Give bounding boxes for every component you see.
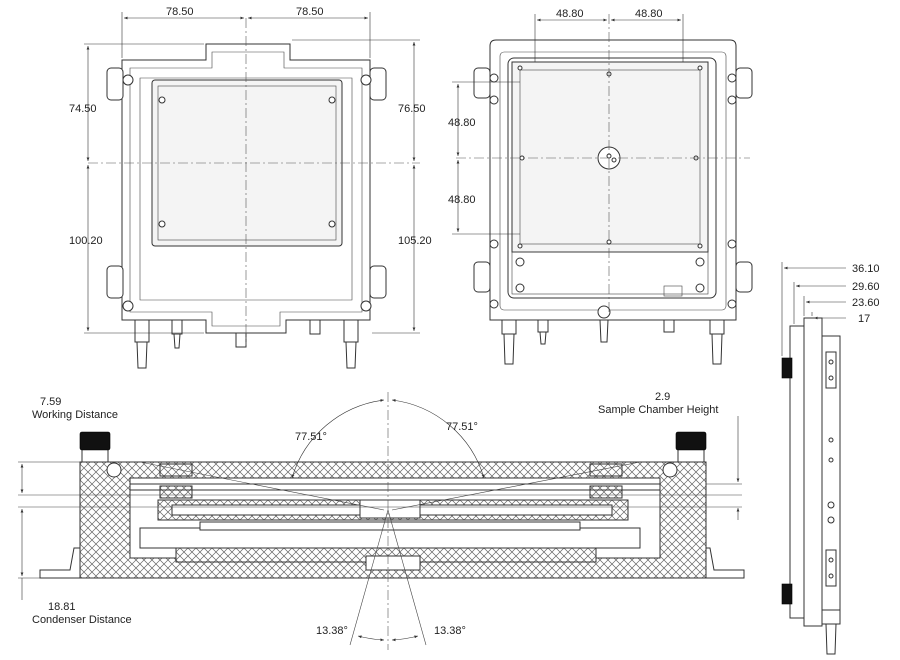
working-distance-label: Working Distance [32, 409, 118, 421]
angle-lower-right: 13.38° [434, 625, 466, 637]
dim-height-upper-right: 76.50 [398, 103, 426, 115]
condenser-distance-value: 18.81 [48, 601, 76, 613]
section-view: 7.59 Working Distance 2.9 Sample Chamber… [18, 391, 745, 650]
dim-height-lower: 48.80 [448, 194, 476, 206]
top-left-view: 78.50 78.50 74.50 100.20 76.50 105.20 [69, 6, 432, 369]
dim-width-left: 78.50 [166, 6, 194, 18]
dim-29: 29.60 [852, 281, 880, 293]
dim-height-upper: 48.80 [448, 117, 476, 129]
dim-width-right: 78.50 [296, 6, 324, 18]
dim-height-lower: 100.20 [69, 235, 103, 247]
dim-width-right: 48.80 [635, 8, 663, 20]
chamber-height-value: 2.9 [655, 391, 670, 403]
dim-17: 17 [858, 313, 870, 325]
top-right-view: 48.80 48.80 48.80 48.80 [448, 8, 753, 365]
condenser-distance-label: Condenser Distance [32, 614, 132, 626]
section-knob-right [675, 431, 707, 451]
side-view: 36.10 29.60 23.60 17 [781, 262, 880, 655]
dim-width-left: 48.80 [556, 8, 584, 20]
angle-upper-left: 77.51° [295, 431, 327, 443]
working-distance-value: 7.59 [40, 396, 61, 408]
chamber-height-label: Sample Chamber Height [598, 404, 718, 416]
dim-23: 23.60 [852, 297, 880, 309]
section-knob-left [79, 431, 111, 451]
dim-36: 36.10 [852, 263, 880, 275]
dim-height-lower-right: 105.20 [398, 235, 432, 247]
angle-lower-left: 13.38° [316, 625, 348, 637]
side-knob-top [781, 357, 793, 379]
side-knob-bottom [781, 583, 793, 605]
dim-height-upper: 74.50 [69, 103, 97, 115]
angle-upper-right: 77.51° [446, 421, 478, 433]
